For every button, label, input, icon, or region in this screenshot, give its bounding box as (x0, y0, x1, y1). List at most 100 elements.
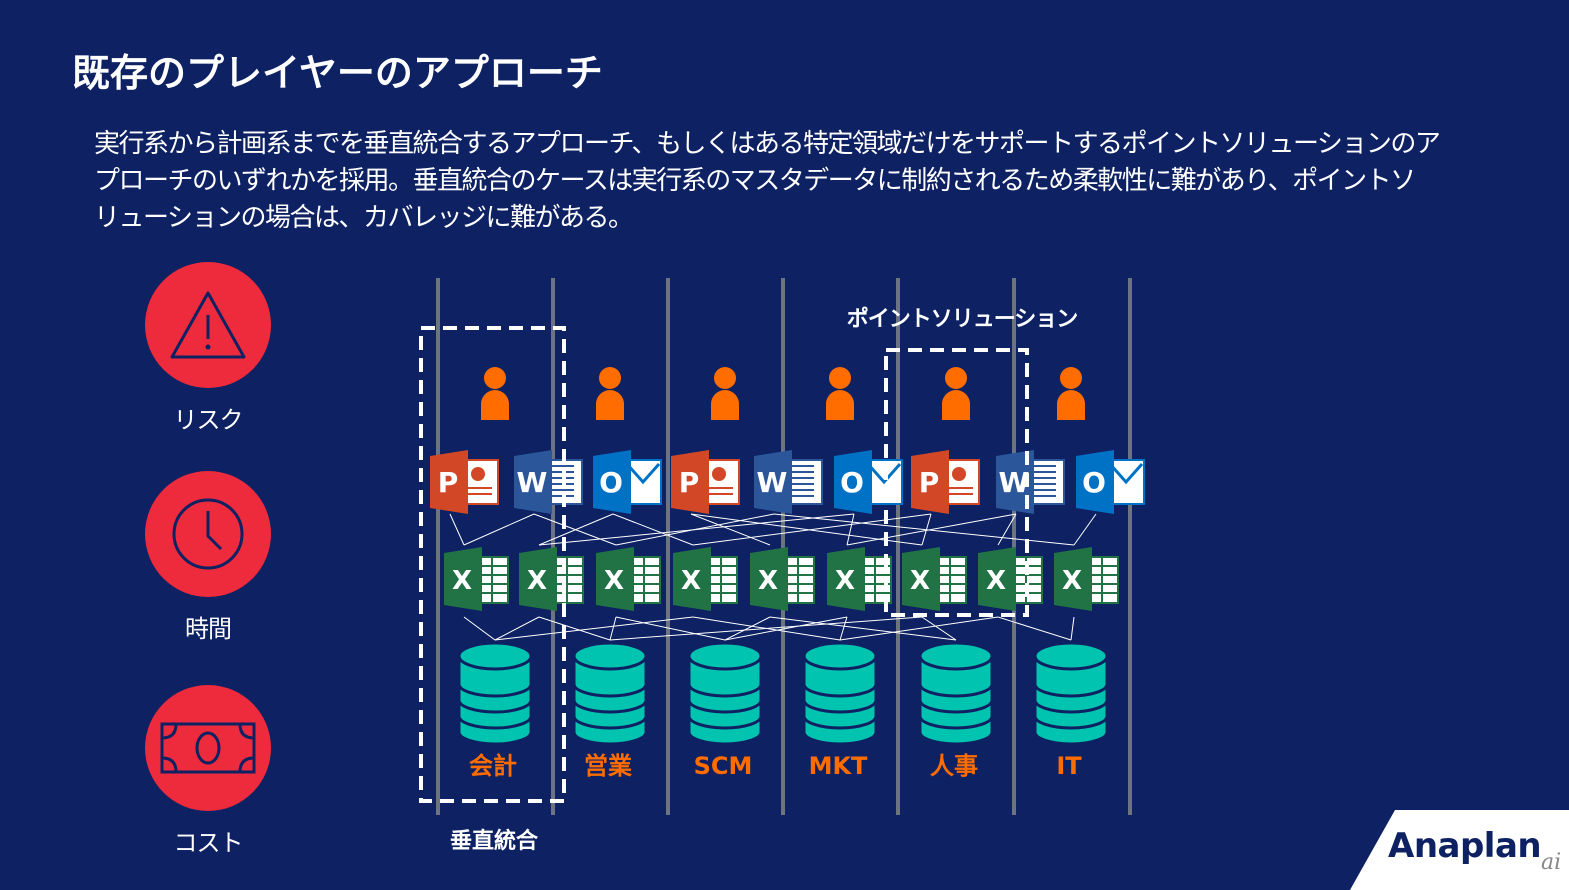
risk-item: コスト (145, 685, 271, 858)
connection-line (839, 616, 848, 641)
risk-item: 時間 (145, 471, 271, 644)
database-icon (802, 641, 878, 746)
person-icon (596, 367, 624, 420)
person-icon (826, 367, 854, 420)
svg-text:P: P (438, 466, 459, 499)
svg-text:W: W (757, 466, 788, 499)
svg-text:X: X (986, 566, 1006, 596)
column-label: 営業 (584, 752, 632, 780)
connection-line (692, 513, 932, 546)
column-label: MKT (809, 752, 868, 780)
slide-description: 実行系から計画系までを垂直統合するアプローチ、もしくはある特定領域だけをサポート… (94, 126, 1494, 237)
risk-label: 時間 (185, 615, 232, 643)
svg-text:X: X (527, 566, 547, 596)
vertical-integration-box (419, 326, 566, 803)
connection-line (997, 513, 1017, 546)
connection-line (463, 616, 496, 641)
column-label: SCM (694, 752, 753, 780)
connection-line (1073, 513, 1097, 546)
excel-icon: X (596, 547, 661, 611)
word-icon: W (514, 450, 583, 514)
excel-icon: X (827, 547, 892, 611)
description-line: プローチのいずれかを採用。垂直統合のケースは実行系のマスタデータに制約されるため… (94, 166, 1416, 196)
excel-icon: X (519, 547, 584, 611)
connection-line (690, 513, 771, 546)
svg-text:X: X (758, 566, 778, 596)
database-icon (687, 641, 763, 746)
database-icon (918, 641, 994, 746)
risk-label: リスク (173, 406, 244, 434)
connection-line (538, 513, 614, 546)
point-solution-box (884, 348, 1029, 617)
svg-text:W: W (999, 466, 1030, 499)
word-icon: W (754, 450, 823, 514)
connection-line (839, 616, 999, 641)
connection-line (724, 616, 848, 641)
person-icon (942, 367, 970, 420)
excel-icon: X (750, 547, 815, 611)
column-label: 人事 (930, 752, 978, 780)
watermark: ai (1541, 850, 1562, 875)
powerpoint-icon: P (671, 450, 740, 514)
connection-line (724, 616, 771, 641)
connection-line (773, 513, 1075, 546)
connection-line (1070, 616, 1075, 641)
svg-text:O: O (1082, 466, 1106, 499)
database-icon (457, 641, 533, 746)
excel-icon: X (978, 547, 1043, 611)
point-solution-label: ポイントソリューション (847, 306, 1078, 332)
connection-line (921, 616, 957, 641)
connection-line (538, 513, 855, 546)
svg-text:W: W (517, 466, 548, 499)
person-icon (711, 367, 739, 420)
connection-line (494, 616, 694, 641)
connection-line (449, 513, 465, 546)
powerpoint-icon: P (430, 450, 499, 514)
banknote-icon (145, 685, 271, 811)
svg-text:P: P (919, 466, 940, 499)
connection-line (609, 616, 923, 641)
svg-text:X: X (681, 566, 701, 596)
powerpoint-icon: P (911, 450, 980, 514)
connection-line (609, 616, 617, 641)
description-line: 実行系から計画系までを垂直統合するアプローチ、もしくはある特定領域だけをサポート… (94, 129, 1441, 159)
vertical-integration-label: 垂直統合 (450, 828, 539, 854)
connection-line (846, 513, 855, 546)
excel-icon: X (902, 547, 967, 611)
outlook-icon: O (1076, 450, 1145, 514)
connection-line (494, 616, 540, 641)
column-label: IT (1056, 752, 1082, 780)
connection-line (997, 616, 1072, 641)
outlook-icon: O (593, 450, 662, 514)
connection-line (690, 513, 923, 546)
column-label: 会計 (469, 752, 517, 780)
connection-line (769, 616, 957, 641)
svg-text:X: X (1062, 566, 1082, 596)
database-icon (572, 641, 648, 746)
outlook-icon: O (834, 450, 903, 514)
anaplan-logo: Anaplan (1388, 826, 1542, 866)
svg-text:X: X (604, 566, 624, 596)
excel-icon: X (1054, 547, 1119, 611)
connection-line (846, 513, 1017, 546)
warning-icon (145, 262, 271, 388)
database-icon (1033, 641, 1109, 746)
svg-text:X: X (452, 566, 472, 596)
svg-text:O: O (599, 466, 623, 499)
svg-text:X: X (910, 566, 930, 596)
description-line: リューションの場合は、カバレッジに難がある。 (94, 203, 634, 233)
risk-item: リスク (145, 262, 271, 435)
person-icon (481, 367, 509, 420)
risk-label: コスト (173, 829, 244, 857)
person-icon (1057, 367, 1085, 420)
connection-line (612, 513, 694, 546)
connection-line (538, 616, 611, 641)
excel-icon: X (444, 547, 509, 611)
clock-icon (145, 471, 271, 597)
excel-icon: X (673, 547, 738, 611)
connection-line (463, 513, 535, 546)
svg-text:P: P (679, 466, 700, 499)
svg-text:O: O (840, 466, 864, 499)
svg-text:X: X (835, 566, 855, 596)
